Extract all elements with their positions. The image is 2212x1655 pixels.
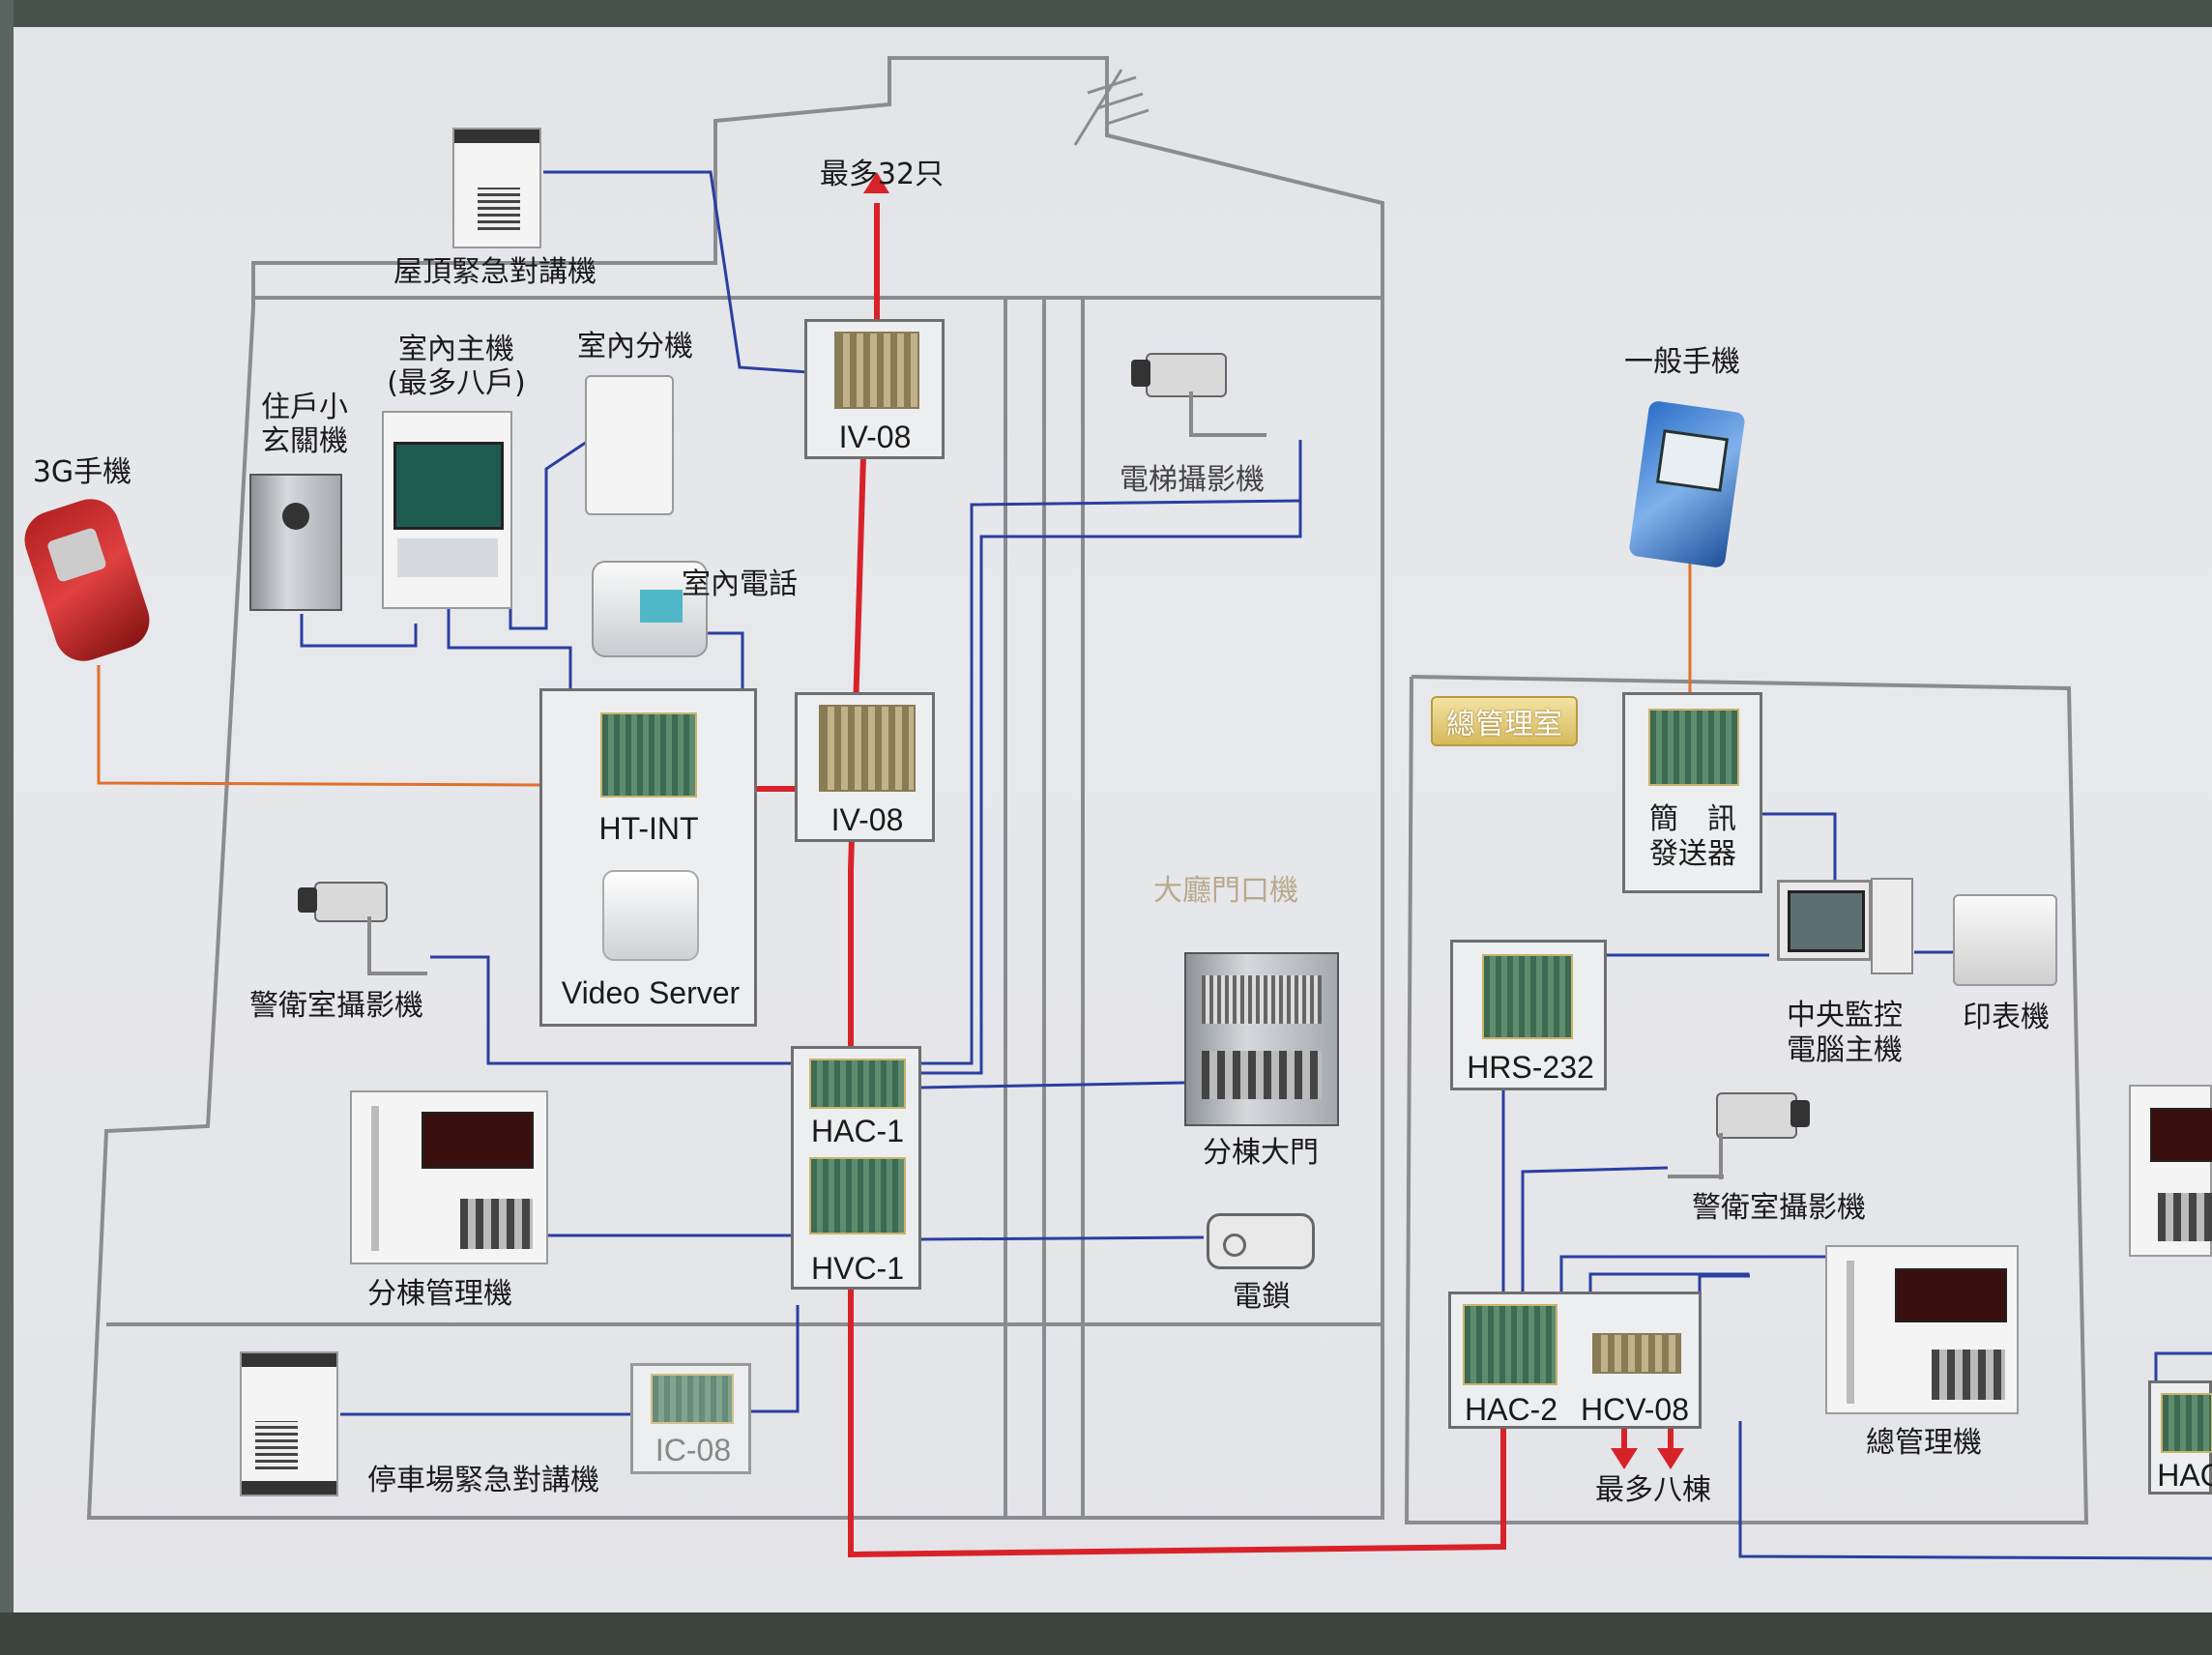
hcv08-label: HCV-08 — [1580, 1392, 1690, 1427]
arrow-down-2 — [1657, 1448, 1684, 1469]
household-door-device — [249, 474, 342, 611]
hac2-hcv08-box[interactable]: HAC-2 HCV-08 — [1448, 1292, 1702, 1429]
electric-lock-label: 電鎖 — [1233, 1280, 1291, 1314]
master-manager-device — [1825, 1245, 2019, 1414]
ic08-board — [651, 1374, 734, 1424]
building-manager-label: 分棟管理機 — [367, 1277, 512, 1311]
general-phone-label: 一般手機 — [1624, 345, 1740, 379]
guard-camera-right-lens — [1790, 1100, 1810, 1127]
hac1-hvc1-box[interactable]: HAC-1 HVC-1 — [791, 1046, 921, 1290]
guard-camera-right-label: 警衛室攝影機 — [1692, 1191, 1866, 1225]
edge-manager-device — [2129, 1085, 2212, 1257]
indoor-slave-device — [585, 375, 674, 515]
ic08-box[interactable]: IC-08 — [630, 1363, 751, 1474]
central-pc-label-1: 中央監控 — [1787, 999, 1903, 1032]
arrow-up — [863, 172, 889, 193]
household-door-label-2: 玄關機 — [261, 424, 348, 458]
hac2-label: HAC-2 — [1464, 1392, 1558, 1427]
max-8-label: 最多八棟 — [1595, 1473, 1711, 1507]
faint-door-station-label: 大廳門口機 — [1153, 874, 1298, 908]
hrs232-box[interactable]: HRS-232 — [1450, 940, 1607, 1090]
building-gate-label: 分棟大門 — [1203, 1136, 1319, 1170]
hac2-board — [1463, 1304, 1557, 1385]
elevator-camera-icon — [1146, 353, 1227, 397]
elevator-camera-label: 電梯攝影機 — [1120, 463, 1265, 497]
hvc1-label: HVC-1 — [810, 1251, 905, 1286]
hac1-label: HAC-1 — [810, 1114, 905, 1148]
sms-sender-label-2: 發送器 — [1649, 837, 1736, 871]
sms-sender-box[interactable]: 簡 訊 發送器 — [1622, 692, 1762, 893]
master-manager-label: 總管理機 — [1866, 1426, 1982, 1460]
central-pc-tower — [1871, 878, 1913, 974]
building-manager-display — [422, 1112, 534, 1169]
electric-lock-icon — [1207, 1213, 1315, 1269]
hac1-board — [809, 1059, 906, 1109]
iv08-top-board — [834, 332, 919, 409]
indoor-master-label: 室內主機 — [398, 333, 514, 366]
indoor-phone-label: 室內電話 — [682, 567, 798, 601]
mgmt-room-badge: 總管理室 — [1431, 696, 1578, 746]
signal-lines — [300, 170, 2212, 1560]
bottom-band — [0, 1612, 2212, 1655]
iv08-mid-box[interactable]: IV-08 — [795, 692, 935, 842]
building-outline — [86, 56, 2089, 1524]
central-pc-monitor — [1777, 880, 1872, 961]
video-server-icon — [602, 870, 699, 961]
printer-device — [1953, 894, 2057, 986]
max-32-label: 最多32只 — [819, 158, 945, 191]
left-edge — [0, 0, 14, 1655]
roof-intercom-device — [452, 128, 541, 248]
ht-int-board — [600, 712, 697, 798]
household-door-label-1: 住戶小 — [261, 391, 348, 424]
guard-camera-left-lens — [298, 887, 317, 913]
ht-int-box[interactable]: HT-INT Video Server — [539, 688, 757, 1027]
g3-phone-label: 3G手機 — [32, 455, 132, 489]
top-band — [0, 0, 2212, 27]
ht-int-label: HT-INT — [598, 811, 699, 846]
parking-intercom-label: 停車場緊急對講機 — [367, 1464, 599, 1497]
building-manager-device — [350, 1090, 548, 1264]
indoor-master-note: (最多八戶) — [387, 366, 526, 400]
central-pc-label-2: 電腦主機 — [1787, 1033, 1903, 1067]
edge-hac-box[interactable]: HAC — [2148, 1380, 2212, 1495]
arrow-down-1 — [1611, 1448, 1638, 1469]
mobile-lines — [97, 563, 1692, 787]
printer-label: 印表機 — [1963, 1001, 2050, 1034]
edge-hac-label: HAC — [2157, 1458, 2212, 1493]
parking-intercom-device — [240, 1351, 338, 1496]
hrs232-board — [1482, 954, 1573, 1039]
master-manager-display — [1895, 1268, 2007, 1322]
building-gate-device — [1184, 952, 1339, 1126]
sms-sender-label-1: 簡 訊 — [1649, 802, 1736, 836]
roof-intercom-label: 屋頂緊急對講機 — [393, 255, 597, 289]
sms-sender-board — [1648, 709, 1739, 786]
guard-camera-left-icon — [314, 882, 388, 922]
video-server-label: Video Server — [561, 975, 741, 1010]
indoor-phone-device — [592, 561, 708, 657]
indoor-master-device — [382, 411, 512, 609]
ic08-label: IC-08 — [655, 1433, 732, 1467]
iv08-mid-board — [819, 705, 916, 792]
hvc1-board — [809, 1157, 906, 1234]
hrs232-label: HRS-232 — [1467, 1050, 1594, 1085]
guard-camera-left-label: 警衛室攝影機 — [249, 989, 423, 1023]
elevator-camera-lens — [1131, 360, 1150, 387]
hcv08-board — [1592, 1333, 1681, 1374]
indoor-slave-label: 室內分機 — [577, 330, 693, 363]
antenna — [1073, 69, 1150, 146]
guard-camera-right-icon — [1716, 1092, 1797, 1139]
iv08-mid-label: IV-08 — [830, 802, 904, 837]
iv08-top-box[interactable]: IV-08 — [804, 319, 945, 459]
iv08-top-label: IV-08 — [838, 420, 912, 454]
